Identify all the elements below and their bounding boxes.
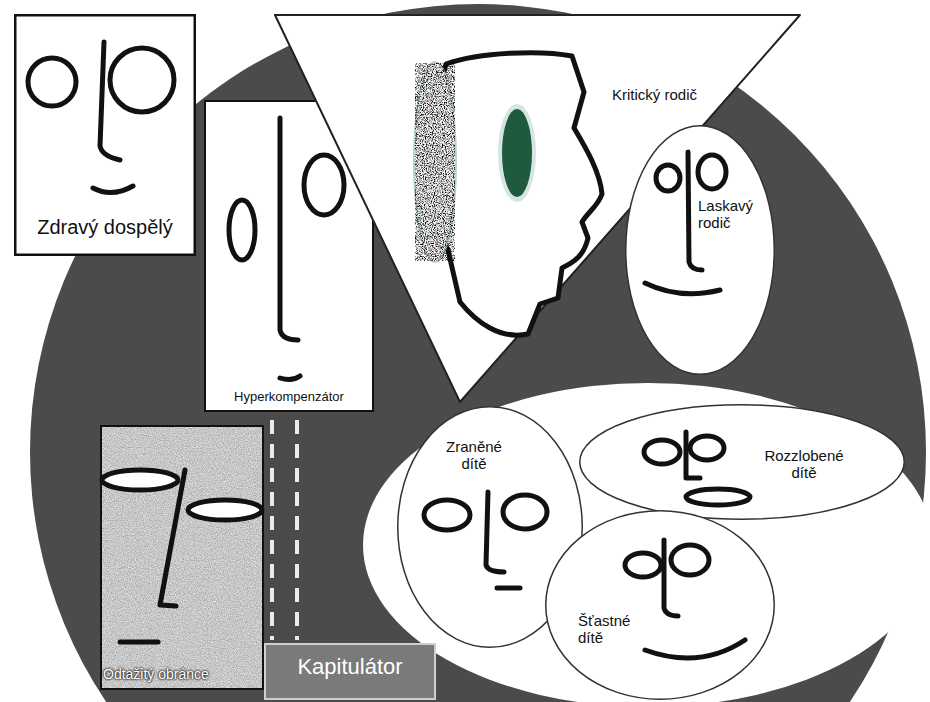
mode-label: Laskavý rodič — [698, 197, 768, 232]
mode-box-outline — [100, 425, 264, 690]
mode-ellipse: Rozzlobené dítě — [579, 404, 905, 520]
mode-label: Kapitulátor — [268, 654, 432, 679]
face — [424, 492, 547, 588]
mode-ellipse-outline — [625, 125, 775, 375]
children-field — [363, 383, 930, 702]
mode-ellipse-outline — [545, 510, 775, 700]
mode-label: Zraněné dítě — [438, 438, 510, 473]
mode-ellipse: Laskavý rodič — [625, 125, 775, 375]
mode-label: Šťastné dítě — [578, 612, 648, 647]
mode-ellipse-outline — [579, 404, 905, 520]
mode-label: Hyperkompenzátor — [208, 390, 370, 405]
face — [102, 470, 262, 642]
mode-ellipse: Šťastné dítě — [545, 510, 775, 700]
mode-label: Zdravý dospělý — [20, 216, 190, 239]
mode-label: Rozzlobené dítě — [756, 447, 852, 482]
face — [28, 42, 174, 193]
mode-label: Kritický rodič — [612, 86, 716, 103]
face — [645, 152, 726, 294]
face — [644, 432, 750, 505]
face — [625, 540, 745, 658]
mode-box: Kapitulátor — [264, 643, 436, 700]
mode-label: Odtažitý obránce — [103, 666, 261, 682]
face — [229, 118, 344, 380]
mode-box: Odtažitý obránce — [100, 425, 264, 690]
head-profile — [414, 53, 602, 335]
road-line — [270, 420, 274, 640]
road-line — [295, 420, 299, 640]
mode-box: Zdravý dospělý — [14, 14, 196, 256]
